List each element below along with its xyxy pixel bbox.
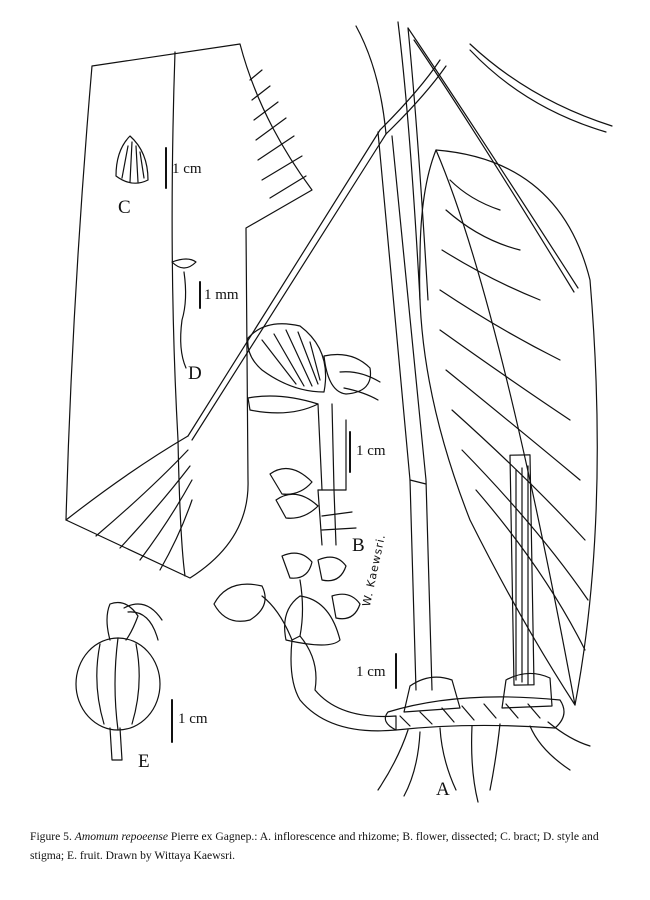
panel-label-b: B bbox=[352, 535, 365, 556]
caption-species: Amomum repoeense bbox=[74, 830, 169, 843]
panel-label-c: C bbox=[118, 197, 131, 218]
scale-label-c: 1 cm bbox=[172, 161, 202, 177]
panel-label-d: D bbox=[188, 363, 202, 384]
leaf-blade-right bbox=[419, 149, 598, 706]
scale-bar-lines bbox=[165, 147, 397, 743]
scale-label-d: 1 mm bbox=[204, 287, 239, 303]
scale-label-e: 1 cm bbox=[178, 711, 208, 727]
caption-text: Pierre ex Gagnep.: A. inflorescence and … bbox=[30, 830, 599, 862]
style-stigma-drawing bbox=[171, 258, 197, 369]
caption-prefix: Figure 5. bbox=[30, 830, 75, 843]
scale-label-b: 1 cm bbox=[356, 443, 386, 459]
panel-label-a: A bbox=[436, 779, 450, 800]
scale-label-a: 1 cm bbox=[356, 664, 386, 680]
panel-label-e: E bbox=[138, 751, 150, 772]
petiole-lines bbox=[187, 59, 447, 441]
figure-caption: Figure 5. Amomum repoeense Pierre ex Gag… bbox=[30, 827, 625, 865]
rhizome bbox=[377, 672, 591, 803]
flower-dissected-drawing bbox=[247, 323, 381, 546]
fruit-drawing bbox=[75, 601, 163, 761]
inflorescence bbox=[213, 552, 397, 732]
narrow-leaves bbox=[355, 21, 613, 301]
bract-drawing bbox=[115, 135, 149, 184]
leaf-blade-left bbox=[65, 43, 313, 579]
pseudostems bbox=[377, 131, 535, 691]
